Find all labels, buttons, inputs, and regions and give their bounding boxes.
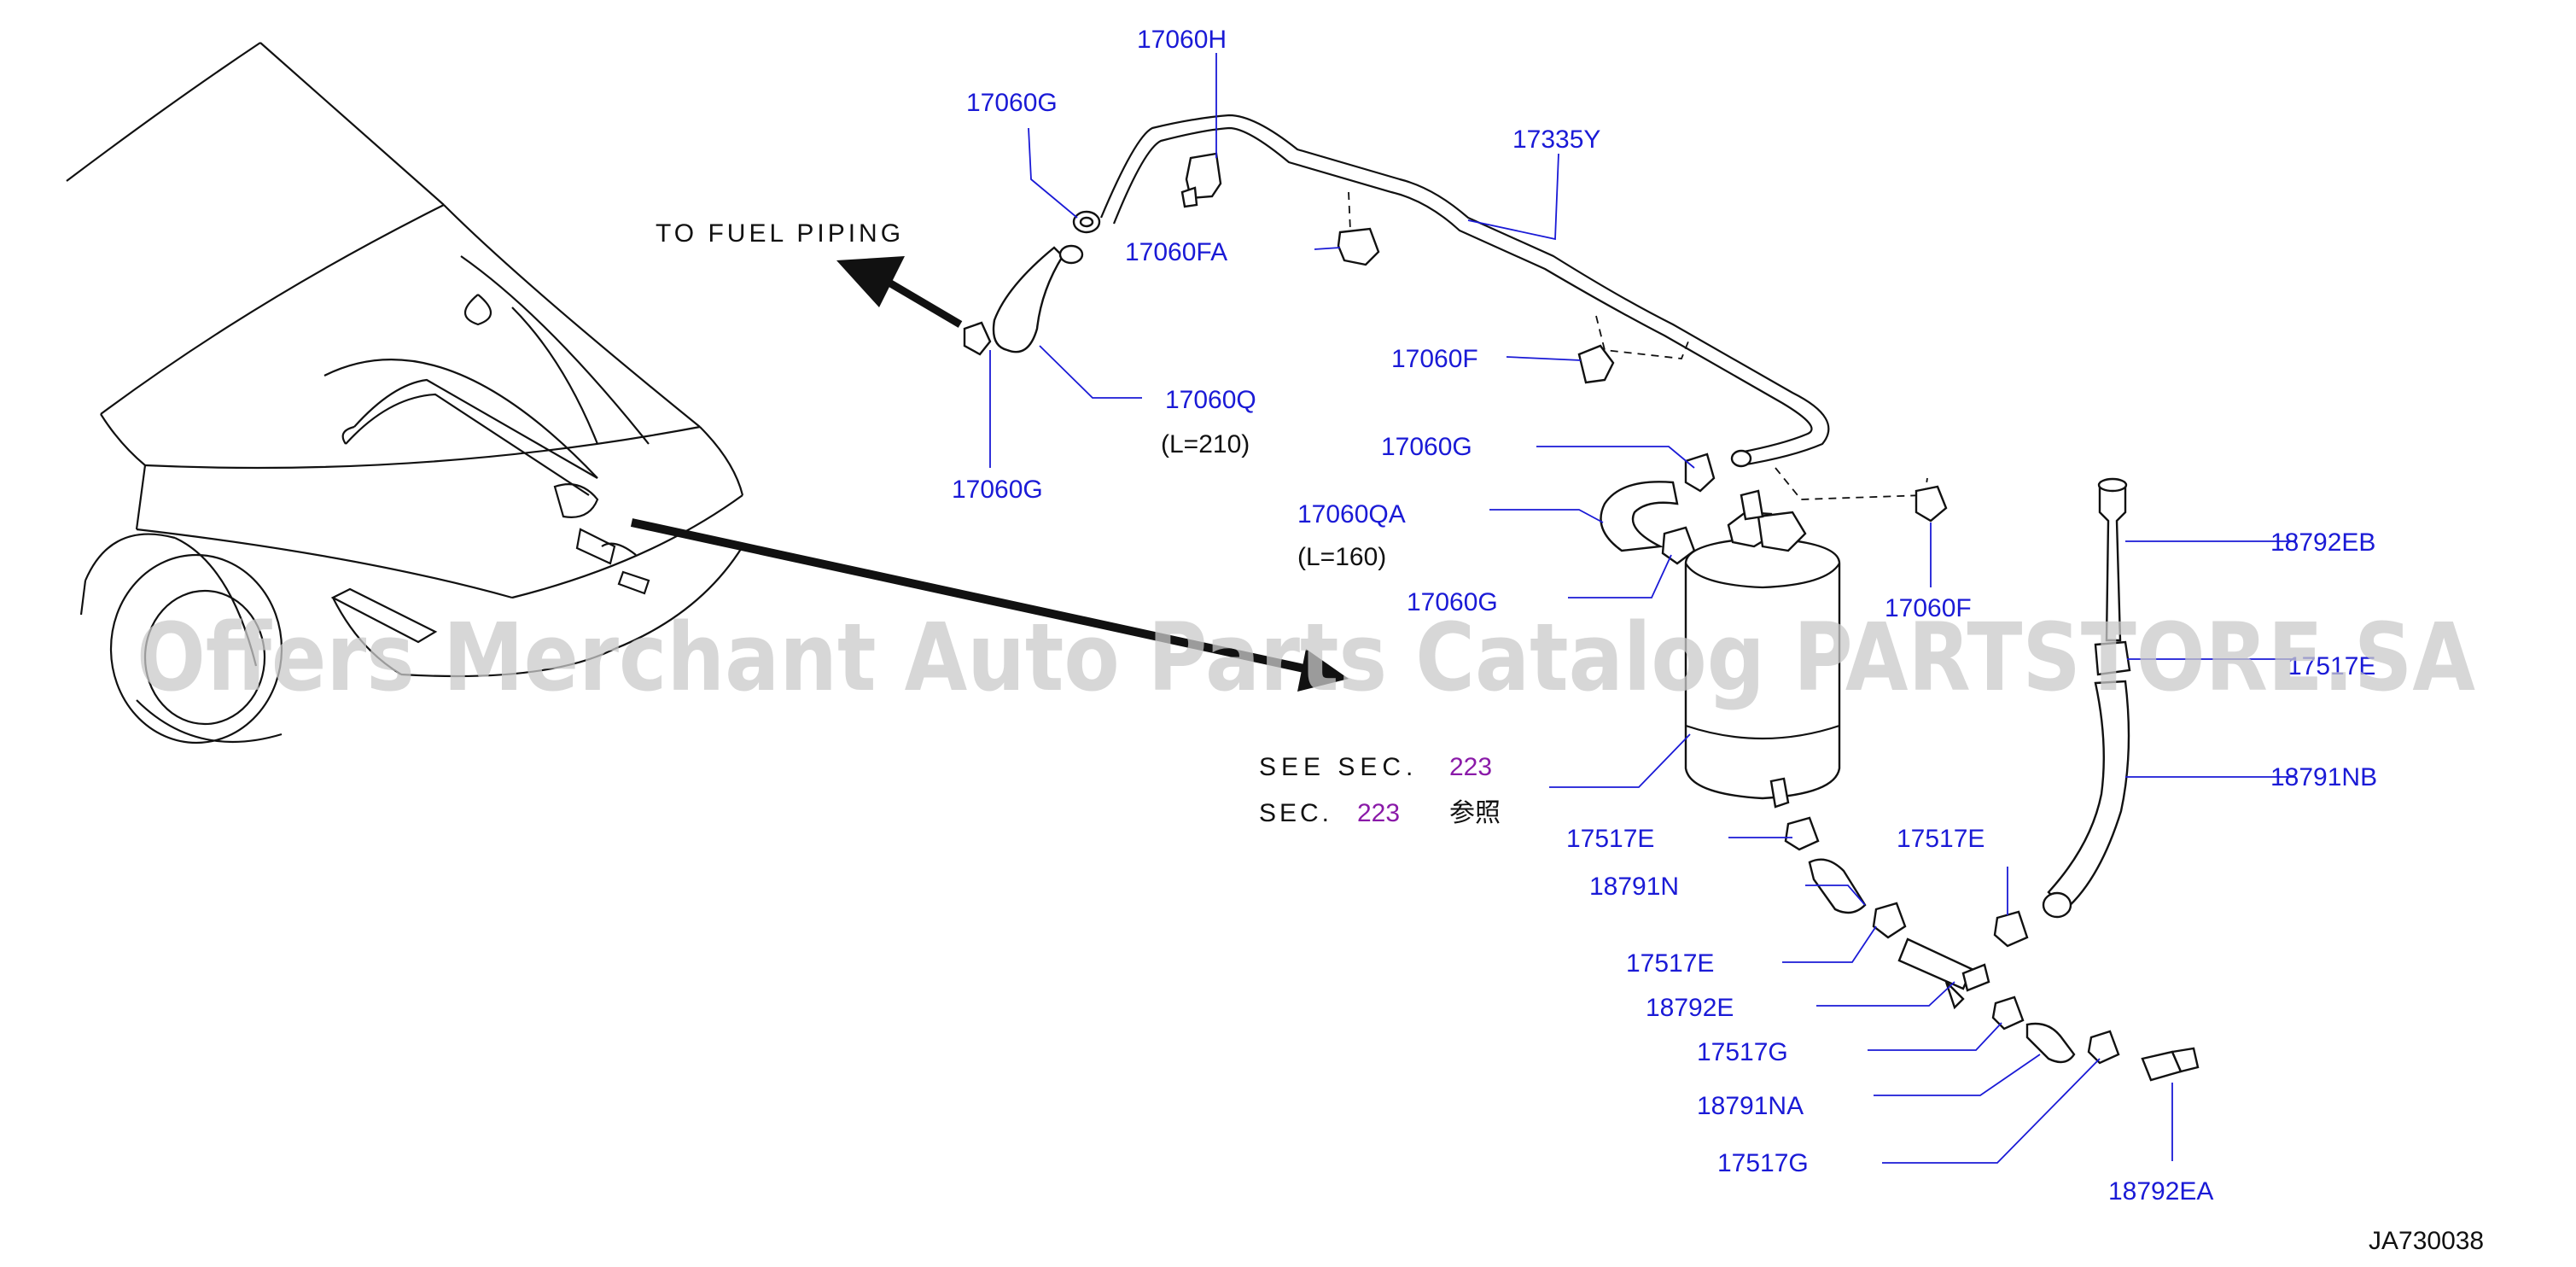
label-17060G-mid: 17060G [1381,433,1472,461]
label-17060QA-length: (L=160) [1297,543,1386,571]
label-18791N: 18791N [1589,873,1679,901]
fitting-18792EA [2141,1047,2200,1082]
label-17060F-upper: 17060F [1391,345,1478,373]
hose-17060QA [1600,481,1679,552]
label-18792EB: 18792EB [2270,528,2375,557]
evap-tube-17335Y [1099,114,1830,468]
label-17060Q: 17060Q [1165,386,1256,414]
clamp-17060G-mid [1684,452,1716,493]
connector-18792E [1897,937,1990,1010]
tube-18792EB [2097,477,2128,642]
label-17335Y: 17335Y [1512,126,1600,154]
fuel-piping-note: TO FUEL PIPING [656,219,904,248]
label-18792EA: 18792EA [2108,1177,2213,1206]
clamp-17517G-b [2087,1030,2120,1065]
label-17517E-b: 17517E [1897,825,1984,853]
clip-17060F-upper [1577,315,1689,384]
clamp-17517E-b [1993,910,2029,948]
fuel-piping-arrow [836,256,963,328]
label-18792E: 18792E [1646,994,1734,1022]
hose-18791NB [2042,680,2130,919]
label-17060H: 17060H [1137,26,1227,54]
label-17060Q-length: (L=210) [1161,430,1250,458]
label-17517G-a: 17517G [1697,1038,1788,1066]
label-18791NB: 18791NB [2270,763,2377,791]
clamp-17517E-c [1872,902,1907,939]
hose-18791NA [2025,1022,2076,1064]
label-17517G-b: 17517G [1717,1149,1809,1177]
clip-17060FA [1337,191,1380,266]
clamp-17517E-a [1784,816,1820,851]
label-17517E-right: 17517E [2288,652,2375,680]
reference-arrow [630,518,1349,692]
label-17060G-low: 17060G [1407,588,1498,616]
label-17060QA: 17060QA [1297,500,1406,528]
label-17517E-a: 17517E [1566,825,1654,853]
label-17060FA: 17060FA [1125,238,1227,266]
sec-prefix-jp: SEC. [1259,799,1332,827]
clamp-17060G-left [963,321,992,356]
car-body-illustration [66,42,744,744]
clip-17060F-lower [1775,467,1948,523]
clamp-17060G-low [1661,526,1696,565]
sec-suffix-jp: 参照 [1449,798,1501,828]
see-sec-number: 223 [1449,753,1492,781]
label-17060G-top: 17060G [966,89,1058,117]
canister [1684,489,1841,809]
label-17060F-lower: 17060F [1885,594,1972,622]
clamp-17060G-top [1072,210,1101,234]
clamp-17517G-a [1991,996,2025,1031]
watermark: Offers Merchant Auto Parts Catalog PARTS… [137,603,2475,712]
leader-lines [989,53,2296,1164]
clip-17060H [1180,152,1222,208]
hose-17060Q [992,244,1084,353]
see-sec-prefix: SEE SEC. [1259,753,1418,781]
label-18791NA: 18791NA [1697,1092,1804,1120]
label-17060G-left: 17060G [952,476,1043,504]
sec-number-jp: 223 [1357,799,1400,827]
label-17517E-c: 17517E [1626,949,1714,978]
clamp-17517E-right [2094,640,2131,676]
figure-code: JA730038 [2369,1227,2484,1255]
